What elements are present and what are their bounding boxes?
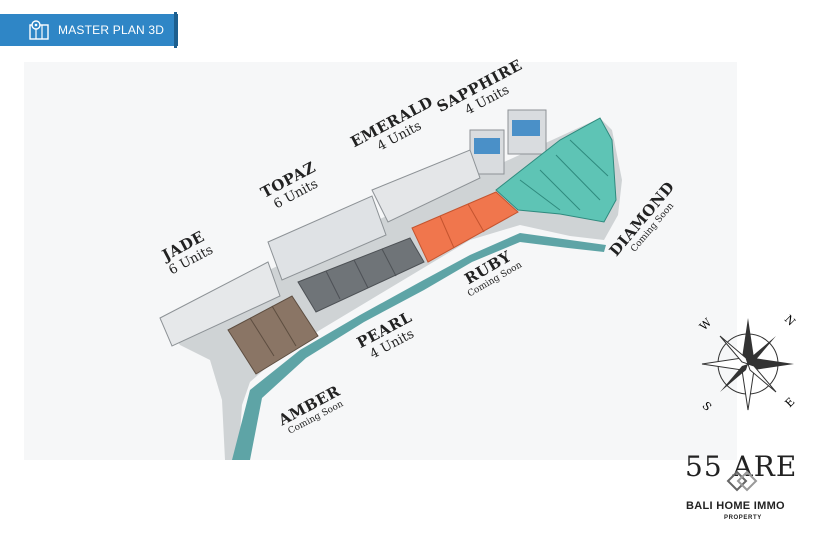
master-plan-header[interactable]: MASTER PLAN 3D [0,14,176,46]
zone-pearl [297,237,425,313]
header-edge [174,12,177,48]
villa-block-emerald [371,149,481,223]
access-road [232,233,606,460]
brand-tagline: PROPERTY [724,515,762,521]
zone-amber [227,295,319,375]
villa-block-jade [159,261,281,347]
villa-block-topaz [267,195,387,281]
brand-logo-icon [726,470,758,492]
header-title: MASTER PLAN 3D [58,23,165,37]
compass-rose [701,318,794,411]
brand-name: BALI HOME IMMO [686,500,785,512]
map-pin-icon [29,20,49,40]
zone-diamond [495,117,617,223]
zone-ruby [411,191,519,263]
